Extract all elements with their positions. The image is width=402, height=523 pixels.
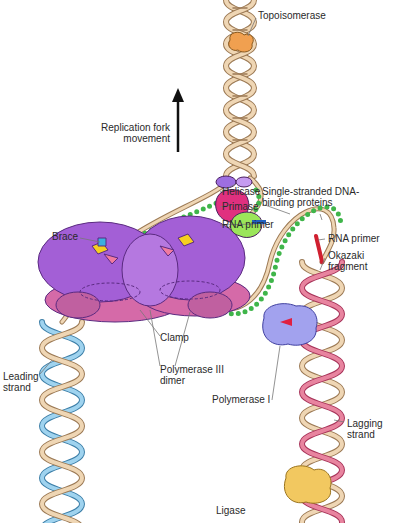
part-label: Leading strand — [3, 371, 49, 393]
part-label: Polymerase III dimer — [160, 364, 232, 386]
part-label: Lagging strand — [347, 418, 393, 440]
part-label: Helicase — [222, 186, 260, 197]
direction-arrow — [172, 88, 184, 152]
part-label: Clamp — [160, 332, 189, 343]
parental-helix — [226, 0, 254, 176]
polymerase-i — [263, 304, 317, 346]
ligase — [284, 466, 331, 503]
topoisomerase — [229, 32, 254, 52]
part-label: Topoisomerase — [258, 10, 326, 21]
leader-lines — [40, 18, 344, 422]
part-label: Okazaki fragment — [328, 250, 376, 272]
part-label: Polymerase I — [212, 394, 270, 405]
part-label: Replication fork movement — [98, 122, 170, 144]
polymerase-iii — [38, 216, 250, 322]
part-label: RNA primer — [328, 233, 380, 244]
part-label: Ligase — [216, 505, 245, 516]
part-label: RNA primer — [222, 219, 274, 230]
part-label: Primase — [222, 201, 259, 212]
leading-helix — [42, 322, 82, 523]
part-label: Single-stranded DNA-binding proteins — [262, 186, 372, 208]
part-label: Brace — [52, 231, 78, 242]
